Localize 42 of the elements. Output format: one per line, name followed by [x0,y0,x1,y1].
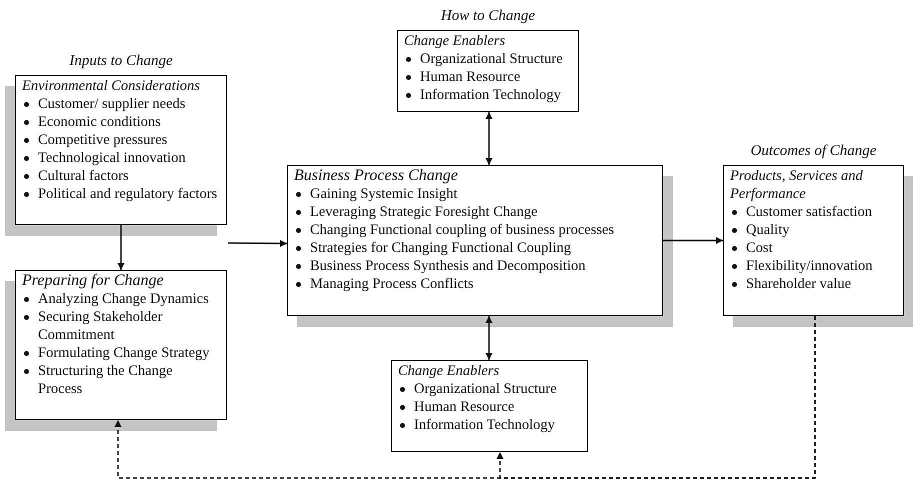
bullet-item: Organizational Structure [414,380,558,398]
bullet-item: Human Resource [414,398,516,416]
bullet-item: Cultural factors [38,167,130,185]
bullet-item: Political and regulatory factors [38,185,218,203]
bullet-item: Human Resource [420,68,522,86]
section-heading: Inputs to Change [68,53,174,70]
arrow [228,240,287,247]
section-heading: How to Change [440,8,536,25]
arrow [486,316,492,360]
bullet-item: Information Technology [420,86,562,104]
bullet-item: Business Process Synthesis and Decomposition [310,257,586,275]
box-heading: Change Enablers [404,32,506,50]
bullet-item: Customer satisfaction [746,203,874,221]
bullet-item: Organizational Structure [420,50,564,68]
box-heading: Environmental Considerations [22,77,201,95]
bullet-item: Changing Functional coupling of business processes [310,221,616,239]
section-heading: Outcomes of Change [750,143,878,160]
bullet-item: Securing Stakeholder Commitment [38,308,164,344]
arrow [118,225,124,270]
arrow [663,237,723,244]
bullet-item: Customer/ supplier needs [38,95,186,113]
bullet-item: Strategies for Changing Functional Coupling [310,239,572,257]
bullet-item: Cost [746,239,774,257]
bullet-item: Leveraging Strategic Foresight Change [310,203,539,221]
bullet-item: Gaining Systemic Insight [310,185,458,203]
arrow [486,112,492,165]
box-heading: Business Process Change [294,167,459,185]
bullet-item: Formulating Change Strategy [38,344,211,362]
bullet-item: Information Technology [414,416,556,434]
bullet-item: Quality [746,221,790,239]
box-heading: Products, Services and Performance [730,167,864,203]
bullet-item: Analyzing Change Dynamics [38,290,210,308]
arrow [496,316,816,479]
bullet-item: Shareholder value [746,275,852,293]
bullet-item: Flexibility/innovation [746,257,874,275]
box-heading: Preparing for Change [22,272,165,290]
box-heading: Change Enablers [398,362,500,380]
bullet-item: Technological innovation [38,149,187,167]
bullet-item: Economic conditions [38,113,162,131]
bullet-item: Managing Process Conflicts [310,275,475,293]
bullet-item: Structuring the Change Process [38,362,174,398]
bullet-item: Competitive pressures [38,131,168,149]
